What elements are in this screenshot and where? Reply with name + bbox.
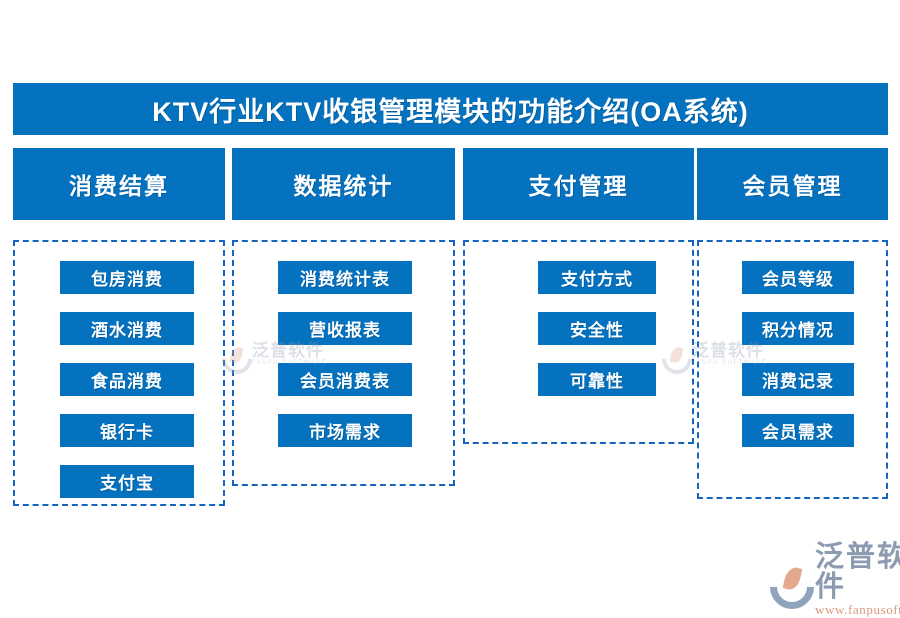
- feature-item[interactable]: 消费记录: [742, 363, 854, 396]
- feature-item[interactable]: 安全性: [538, 312, 656, 345]
- feature-item[interactable]: 会员需求: [742, 414, 854, 447]
- brand-name: 泛普软件: [815, 541, 900, 603]
- feature-item[interactable]: 积分情况: [742, 312, 854, 345]
- feature-item[interactable]: 会员等级: [742, 261, 854, 294]
- category-header-consumption-settlement: 消费结算: [13, 148, 225, 220]
- category-header-data-statistics: 数据统计: [232, 148, 455, 220]
- feature-item[interactable]: 可靠性: [538, 363, 656, 396]
- category-group-payment-management: 支付方式 安全性 可靠性: [463, 240, 694, 444]
- feature-item[interactable]: 营收报表: [278, 312, 412, 345]
- feature-item[interactable]: 食品消费: [60, 363, 194, 396]
- category-header-member-management: 会员管理: [697, 148, 888, 220]
- category-group-consumption-settlement: 包房消费 酒水消费 食品消费 银行卡 支付宝: [13, 240, 225, 506]
- feature-item[interactable]: 会员消费表: [278, 363, 412, 396]
- feature-item[interactable]: 消费统计表: [278, 261, 412, 294]
- category-header-payment-management: 支付管理: [463, 148, 694, 220]
- feature-item[interactable]: 包房消费: [60, 261, 194, 294]
- brand-logo: 泛普软件 www.fanpusoft.com: [760, 541, 900, 618]
- feature-item[interactable]: 银行卡: [60, 414, 194, 447]
- feature-item[interactable]: 支付宝: [60, 465, 194, 498]
- feature-item[interactable]: 酒水消费: [60, 312, 194, 345]
- category-group-data-statistics: 消费统计表 营收报表 会员消费表 市场需求: [232, 240, 455, 486]
- page-title: KTV行业KTV收银管理模块的功能介绍(OA系统): [13, 83, 888, 135]
- feature-item[interactable]: 支付方式: [538, 261, 656, 294]
- feature-item[interactable]: 市场需求: [278, 414, 412, 447]
- category-group-member-management: 会员等级 积分情况 消费记录 会员需求: [697, 240, 888, 499]
- fanpu-logo-icon: [760, 555, 824, 618]
- brand-url: www.fanpusoft.com: [815, 602, 900, 617]
- diagram-canvas: KTV行业KTV收银管理模块的功能介绍(OA系统) 消费结算 数据统计 支付管理…: [13, 83, 900, 618]
